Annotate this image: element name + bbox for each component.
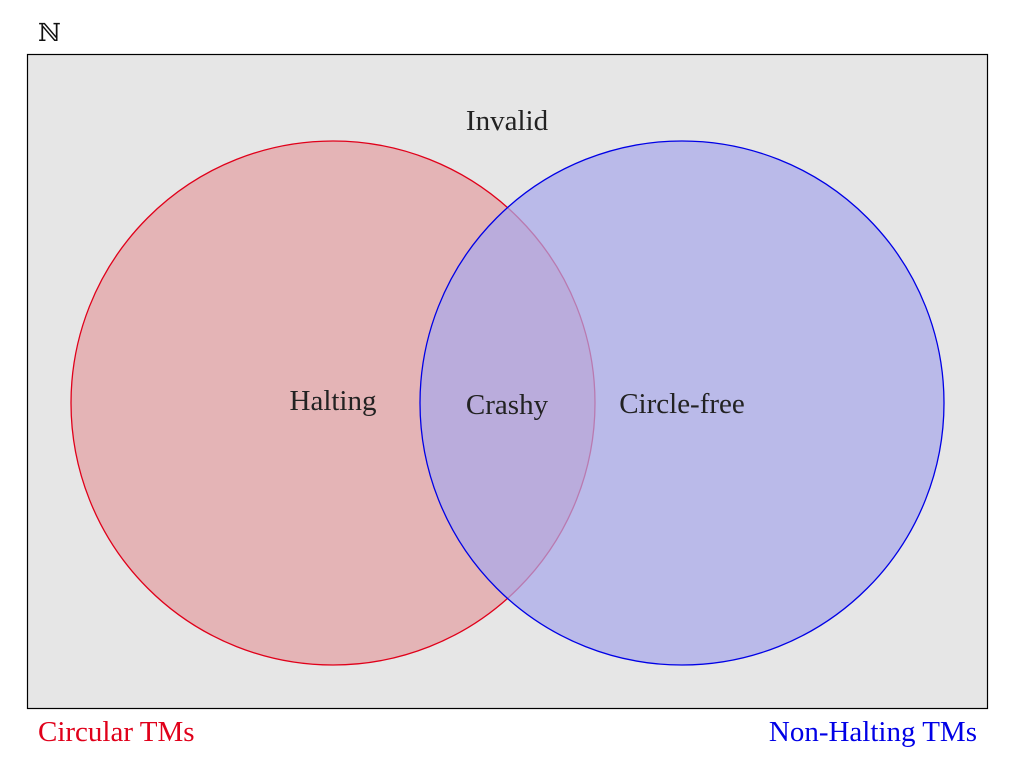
circular-tms-caption: Circular TMs xyxy=(38,716,195,748)
circle-free-region-label: Circle-free xyxy=(619,388,745,420)
invalid-region-label: Invalid xyxy=(466,105,549,137)
universe-symbol: ℕ xyxy=(38,18,61,47)
crashy-region-label: Crashy xyxy=(466,389,549,421)
non-halting-tms-circle xyxy=(419,140,945,666)
halting-region-label: Halting xyxy=(290,385,377,417)
non-halting-tms-caption: Non-Halting TMs xyxy=(769,716,977,748)
